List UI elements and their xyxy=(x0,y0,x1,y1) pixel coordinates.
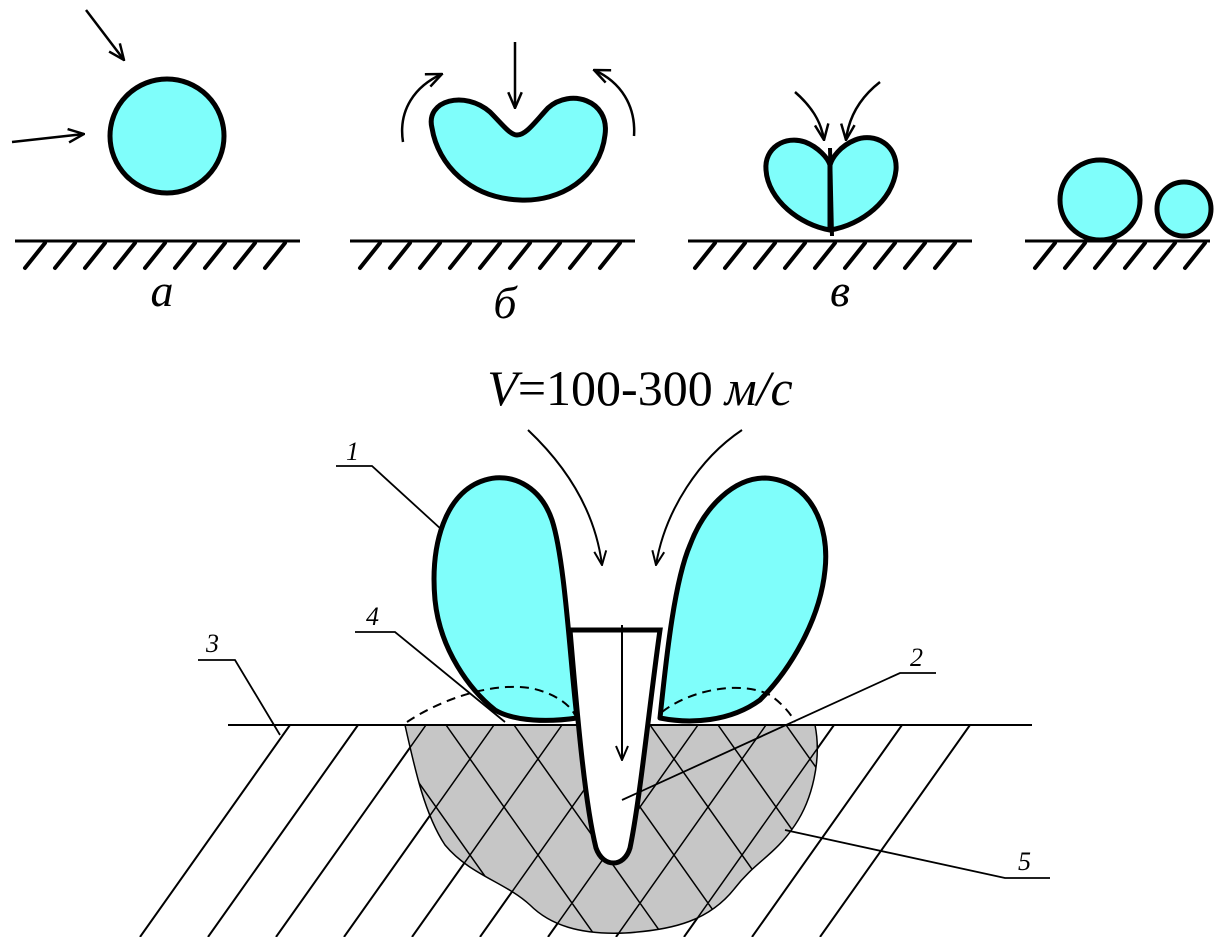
stage-label-a: а xyxy=(151,265,174,316)
deformed-bubble xyxy=(428,95,608,203)
ground-hatching-c xyxy=(693,241,957,270)
jet-impact-detail: 1 2 3 4 5 xyxy=(80,429,1050,937)
bubble-right-lobe xyxy=(657,475,829,724)
velocity-symbol: V xyxy=(487,360,523,416)
flow-arrow-left xyxy=(527,429,602,565)
flow-arrow-right xyxy=(656,429,743,565)
callout-label-4: 4 xyxy=(366,602,379,631)
spherical-bubble xyxy=(107,76,227,196)
stage-d xyxy=(1025,157,1214,270)
ground-hatching-a xyxy=(23,241,287,270)
leader-line-5 xyxy=(784,829,1050,879)
callout-label-2: 2 xyxy=(910,643,923,672)
curved-arrow-left xyxy=(400,74,442,143)
velocity-unit: м/с xyxy=(723,360,793,416)
ground-hatching-b xyxy=(358,241,622,270)
callout-2: 2 xyxy=(621,643,936,801)
incoming-arrow-diagonal xyxy=(85,9,124,60)
incoming-arrow-horizontal xyxy=(11,134,84,142)
callout-label-5: 5 xyxy=(1018,847,1031,876)
leader-line-2 xyxy=(621,672,936,801)
damage-zone-crosshatch xyxy=(405,725,818,934)
dashed-boundary-left xyxy=(406,685,576,723)
converging-arrow-right xyxy=(846,81,881,140)
stage-c: в xyxy=(688,81,972,316)
callout-label-1: 1 xyxy=(346,437,359,466)
converging-arrow-left xyxy=(794,91,824,140)
stage-label-b: б xyxy=(493,277,518,328)
rebound-bubble-large xyxy=(1057,157,1143,243)
leader-line-3 xyxy=(198,659,281,736)
leader-line-1 xyxy=(336,465,443,531)
callout-3: 3 xyxy=(198,629,281,736)
collapsing-bubble-left-lobe xyxy=(763,137,833,233)
curved-arrow-right xyxy=(594,70,636,137)
callout-4: 4 xyxy=(355,602,506,723)
ground-hatching-d xyxy=(1033,241,1207,270)
callout-5: 5 xyxy=(784,829,1050,879)
stage-label-c: в xyxy=(830,265,850,316)
jet-line xyxy=(828,147,834,237)
callout-label-3: 3 xyxy=(205,629,219,658)
stage-a: а xyxy=(11,9,300,316)
bubble-left-lobe xyxy=(431,475,580,723)
rebound-bubble-small xyxy=(1154,179,1214,239)
stage-b: б xyxy=(350,42,636,328)
callout-1: 1 xyxy=(336,437,443,531)
damage-zone-outline xyxy=(404,724,818,934)
cumulative-jet xyxy=(567,627,663,866)
collapsing-bubble-right-lobe xyxy=(827,135,899,233)
leader-line-4 xyxy=(355,631,506,723)
velocity-value: =100-300 xyxy=(518,360,713,416)
dashed-boundary-right xyxy=(661,686,796,723)
